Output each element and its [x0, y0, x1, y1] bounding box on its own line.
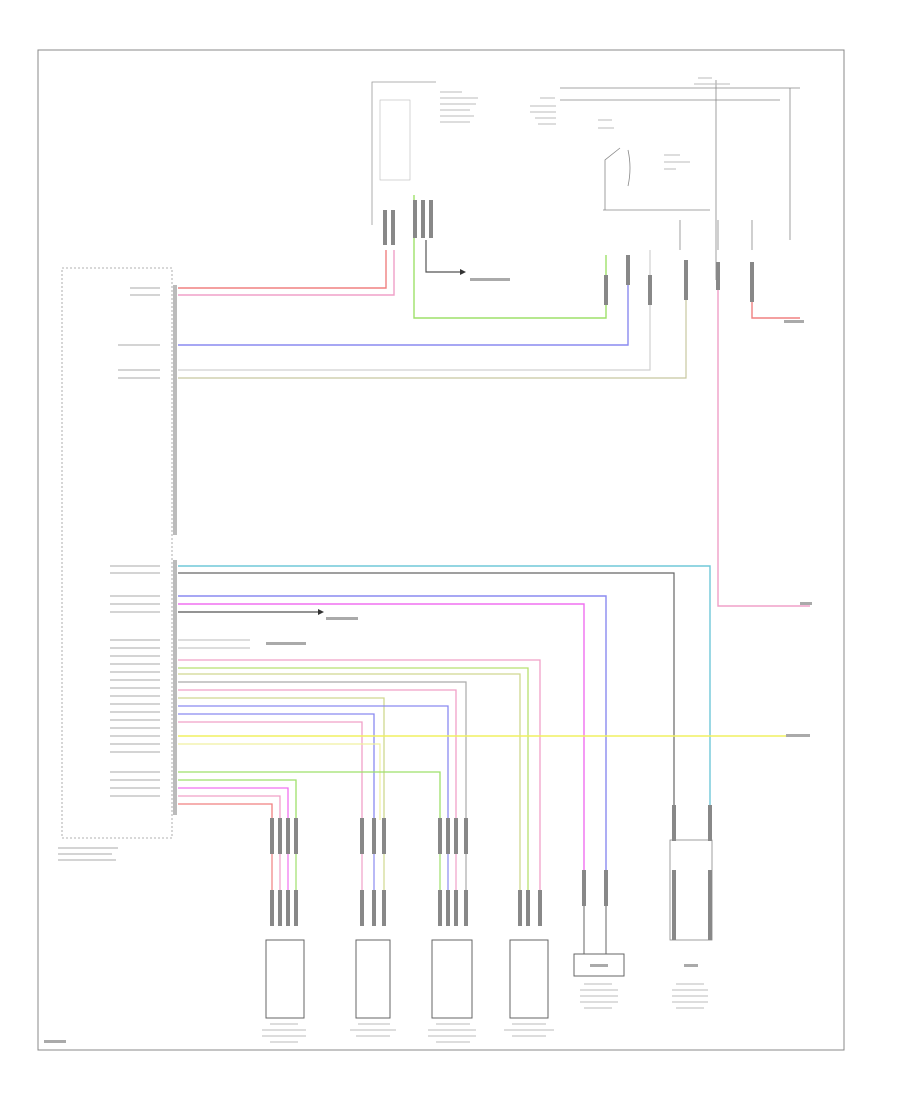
wire-magenta-low-1 [178, 787, 289, 820]
component-3 [431, 818, 473, 1019]
wire-pink-right [717, 290, 810, 607]
yellow-out-label [786, 734, 810, 737]
module-pin-labels [110, 287, 160, 797]
ground-label-low [326, 617, 358, 620]
page-id-mark [44, 1040, 66, 1043]
wire-green-low-2 [178, 771, 441, 820]
wire-teal [178, 565, 711, 840]
wire-ground-top [425, 240, 460, 273]
pink-out-label [800, 602, 812, 605]
wire-red-low-1 [178, 803, 273, 820]
wire-pink-low-1 [178, 659, 541, 890]
wire-blue-low [178, 595, 607, 870]
top-connector-a [379, 99, 433, 245]
wire-green [413, 195, 607, 319]
component-1 [265, 818, 305, 1019]
module-name-label [58, 847, 118, 861]
wire-blue-top [178, 255, 629, 346]
diagram-frame [37, 49, 845, 1051]
wire-pink-low-2 [178, 689, 457, 820]
component-4 [509, 890, 549, 1019]
wire-gray-low-3 [178, 681, 467, 820]
module-pin-numbers [173, 285, 177, 815]
component-5 [573, 870, 625, 977]
ground-arrow [460, 269, 466, 275]
red-out-label [784, 320, 804, 323]
wire-olive-low-1 [178, 673, 521, 890]
wire-gray-2 [178, 265, 687, 379]
connector-a-bracket [371, 81, 436, 225]
wire-green-low-1 [178, 667, 529, 890]
component-6 [669, 805, 713, 967]
top-right-connectors [604, 255, 754, 305]
ground-arrow-low [318, 609, 324, 615]
wire-pink-top [178, 250, 395, 296]
wire-green-low-3 [178, 779, 297, 820]
wire-pink-low-3 [178, 721, 363, 820]
wire-red [178, 250, 387, 289]
wire-blue-low-2 [178, 705, 449, 820]
wire-dark-long [178, 572, 675, 840]
relay-labels [530, 77, 730, 170]
wire-blue-low-3 [178, 713, 375, 820]
wire-yellow-2 [178, 743, 381, 820]
wire-pink-low-4 [178, 795, 281, 820]
shield-label [266, 642, 306, 645]
relay-block [560, 80, 800, 280]
component-2 [355, 818, 391, 1019]
component-captions [262, 983, 708, 1043]
ground-label [470, 278, 510, 281]
wire-olive-low-2 [178, 697, 385, 820]
connector-a-labels [440, 91, 478, 123]
wire-magenta [178, 603, 585, 870]
wire-red-out [751, 302, 800, 319]
